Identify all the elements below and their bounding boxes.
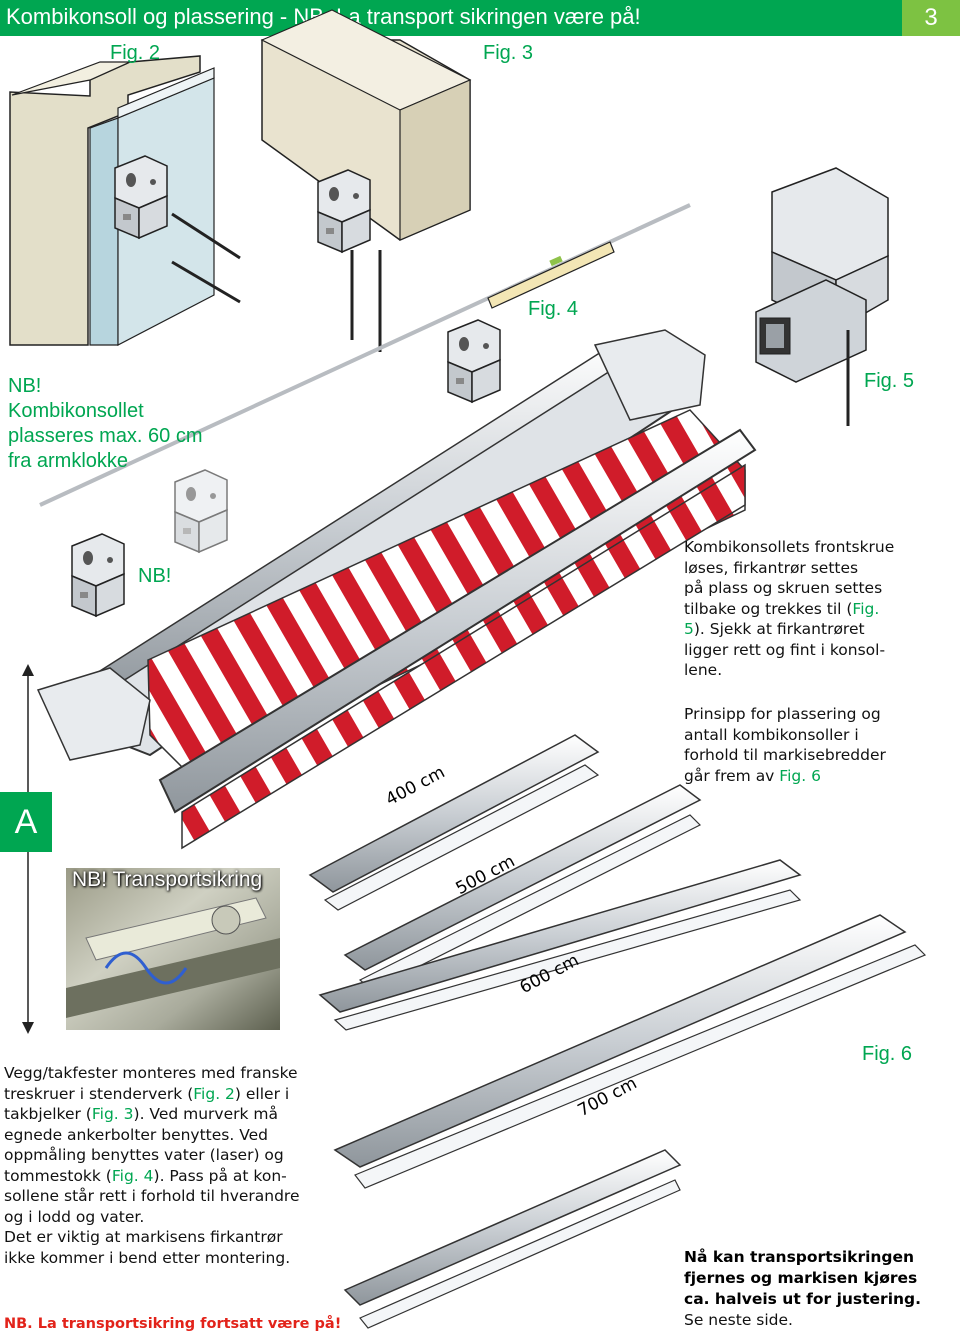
figure-reference: 5: [684, 620, 694, 638]
text-line: antall kombikonsoller i: [684, 725, 859, 744]
fig2-wall-illustration: [9, 55, 241, 346]
text-segment: ). Sjekk at firkantrøret: [693, 620, 865, 638]
text-line: løses, firkantrør settes: [684, 558, 859, 577]
text-line: 5). Sjekk at firkantrøret: [684, 619, 954, 640]
text-line: ikke kommer i bend etter montering.: [4, 1248, 291, 1267]
text-line: lene.: [684, 661, 723, 679]
spirit-level-icon: [487, 241, 615, 309]
text-segment: tilbake og trekkes til (: [684, 599, 853, 618]
text-line: ca. halveis ut for justering.: [684, 1290, 922, 1308]
nb-note-line: NB!: [8, 375, 42, 397]
text-segment: treskruer i stenderverk (: [4, 1084, 194, 1103]
text-line: oppmåling benyttes vater (laser) og: [4, 1146, 284, 1164]
text-line: sollene står rett i forhold til hverandr…: [4, 1187, 300, 1205]
text-line: takbjelker (Fig. 3). Ved murverk må: [4, 1104, 344, 1125]
text-line: tommestokk (Fig. 4). Pass på at kon-: [4, 1166, 344, 1187]
nb-note-line: fra armklokke: [8, 450, 129, 472]
fig5-description: Kombikonsollets frontskrue løses, firkan…: [684, 537, 954, 681]
figure-reference: Fig. 4: [111, 1166, 154, 1185]
transport-lock-photo: [66, 868, 280, 1030]
text-line: Kombikonsollets frontskrue: [684, 538, 895, 556]
mounting-instructions: Vegg/takfester monteres med franske tres…: [4, 1063, 344, 1268]
awning-illustration: [36, 329, 757, 850]
fig3-beam-illustration: [260, 9, 472, 352]
text-segment: går frem av: [684, 766, 780, 785]
text-line: egnede ankerbolter benyttes. Ved: [4, 1125, 268, 1144]
text-line: Det er viktig at markisens firkantrør: [4, 1228, 283, 1246]
text-line: på plass og skruen settes: [684, 579, 883, 597]
text-line: Nå kan transportsikringen: [684, 1248, 915, 1266]
page-number: 3: [902, 0, 960, 36]
text-line: fjernes og markisen kjøres: [684, 1269, 918, 1287]
fig4-label: Fig. 4: [528, 298, 579, 320]
text-segment: takbjelker (: [4, 1105, 92, 1123]
transport-lock-warning: NB. La transportsikring fortsatt være på…: [4, 1316, 342, 1332]
figure-reference: Fig. 6: [779, 766, 821, 785]
text-line: Se neste side.: [684, 1311, 793, 1329]
text-line: Prinsipp for plassering og: [684, 705, 881, 723]
text-line: tilbake og trekkes til (Fig.: [684, 599, 954, 620]
header-bar: [0, 0, 960, 36]
final-instruction: Nå kan transportsikringen fjernes og mar…: [684, 1247, 956, 1331]
text-line: Vegg/takfester monteres med franske: [4, 1064, 298, 1082]
text-segment: ) eller i: [234, 1084, 290, 1103]
text-line: forhold til markisebredder: [684, 746, 886, 764]
nb-note: NB! Kombikonsollet plasseres max. 60 cm …: [8, 374, 203, 474]
section-a-marker: A: [0, 792, 52, 852]
text-line: går frem av Fig. 6: [684, 766, 954, 787]
figure-reference: Fig. 2: [193, 1084, 235, 1103]
fig5-bracket-illustration: [755, 167, 889, 426]
text-line: ligger rett og fint i konsol-: [684, 640, 886, 659]
text-line: treskruer i stenderverk (Fig. 2) eller i: [4, 1084, 344, 1105]
text-line: og i lodd og vater.: [4, 1207, 145, 1226]
fig5-label: Fig. 5: [864, 370, 915, 392]
figure-reference: Fig. 3: [91, 1105, 134, 1123]
text-segment: ). Ved murverk må: [133, 1105, 278, 1123]
fig3-label: Fig. 3: [483, 42, 534, 64]
figure-reference: Fig.: [852, 599, 880, 618]
fig2-label: Fig. 2: [110, 42, 161, 64]
nb-note-line: Kombikonsollet: [8, 400, 144, 422]
text-segment: tommestokk (: [4, 1166, 112, 1185]
fig6-label: Fig. 6: [862, 1043, 913, 1065]
fig6-description: Prinsipp for plassering og antall kombik…: [684, 704, 954, 786]
transport-lock-label: NB! Transportsikring: [72, 868, 263, 891]
text-segment: ). Pass på at kon-: [153, 1166, 287, 1185]
fig6-awning-widths: [308, 734, 927, 1329]
nb-mid-label: NB!: [138, 565, 172, 587]
nb-note-line: plasseres max. 60 cm: [8, 425, 203, 447]
